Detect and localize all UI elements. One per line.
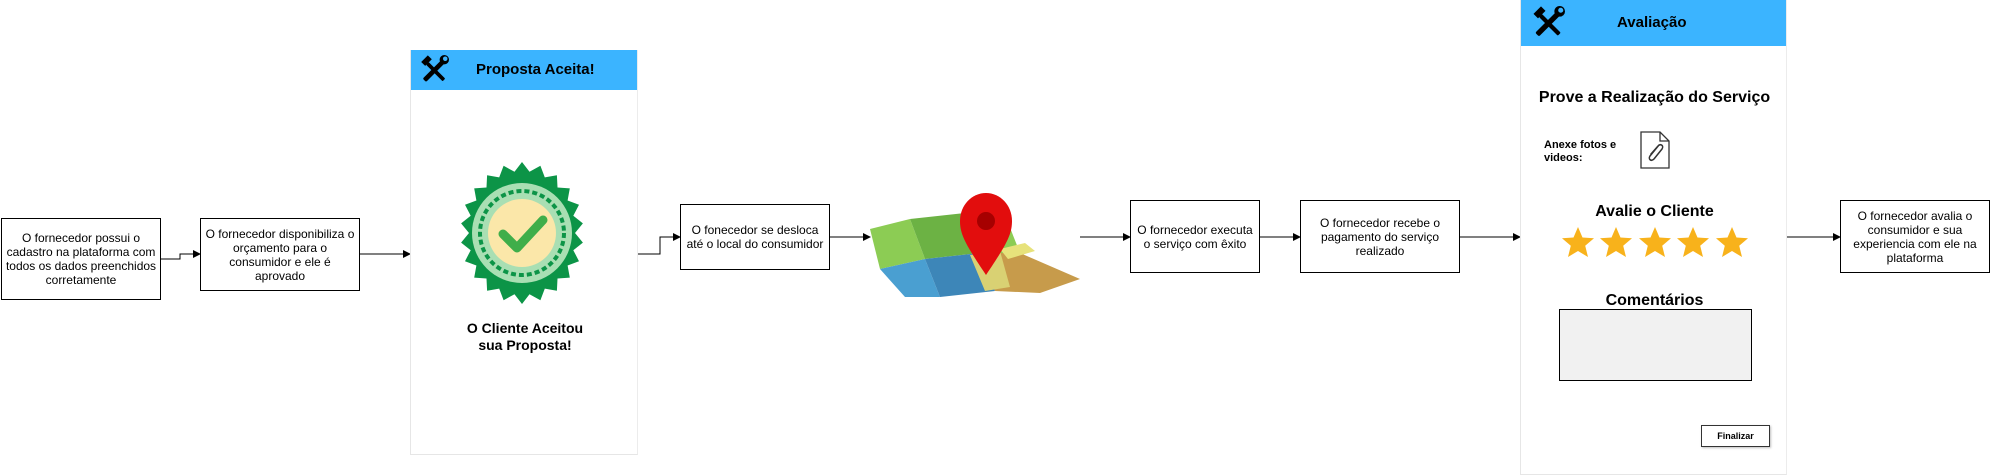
step-box-travel: O fonecedor se desloca até o local do co… [680,204,830,270]
step-text: O fornecedor avalia o consumidor e sua e… [1853,208,1977,265]
step-box-service-executed: O fornecedor executa o serviço com êxito [1130,200,1260,273]
tools-icon [421,55,449,82]
star-icon[interactable] [1638,226,1672,260]
finish-button[interactable]: Finalizar [1701,425,1770,447]
step-text: O fornecedor executa o serviço com êxito [1137,222,1253,251]
rate-heading: Avalie o Cliente [1595,203,1714,220]
comments-heading: Comentários [1605,292,1704,309]
arrow-proposal-3 [638,233,681,255]
proposal-title: Proposta Aceita! [476,61,595,78]
attach-label: Anexe fotos e videos: [1544,139,1617,164]
step-box-payment: O fornecedor recebe o pagamento do servi… [1300,200,1460,273]
star-icon[interactable] [1676,226,1710,260]
review-screen: Avaliação Prove a Realização do Serviço … [1520,0,1787,475]
step-box-evaluate-consumer: O fornecedor avalia o consumidor e sua e… [1840,200,1990,273]
proof-heading: Prove a Realização do Serviço [1538,89,1771,106]
step-text: O fornecedor possui o cadastro na plataf… [5,231,157,287]
arrow-1-2 [161,250,201,260]
review-header: Avaliação [1521,0,1786,46]
map-pin-icon [870,193,1080,297]
review-title: Avaliação [1617,14,1687,31]
star-icon[interactable] [1561,226,1595,260]
rating-stars [1561,226,1751,260]
step-box-registration: O fornecedor possui o cadastro na plataf… [1,218,161,300]
proposal-accepted-message: O Cliente Aceitou sua Proposta! [466,320,584,353]
star-icon[interactable] [1715,226,1749,260]
star-icon[interactable] [1599,226,1633,260]
step-box-quote-approved: O fornecedor disponibiliza o orçamento p… [200,218,360,291]
step-text: O fornecedor recebe o pagamento do servi… [1319,215,1441,258]
step-text: O fornecedor disponibiliza o orçamento p… [205,226,355,283]
attachment-file-icon[interactable] [1639,131,1671,169]
comments-textarea[interactable] [1559,309,1752,381]
step-text: O fonecedor se desloca até o local do co… [686,223,824,251]
verified-badge-icon [461,162,583,304]
tools-icon [1533,6,1565,36]
proposal-accepted-screen: Proposta Aceita! O Cliente Aceitou sua P… [410,50,638,455]
proposal-header: Proposta Aceita! [411,50,637,90]
